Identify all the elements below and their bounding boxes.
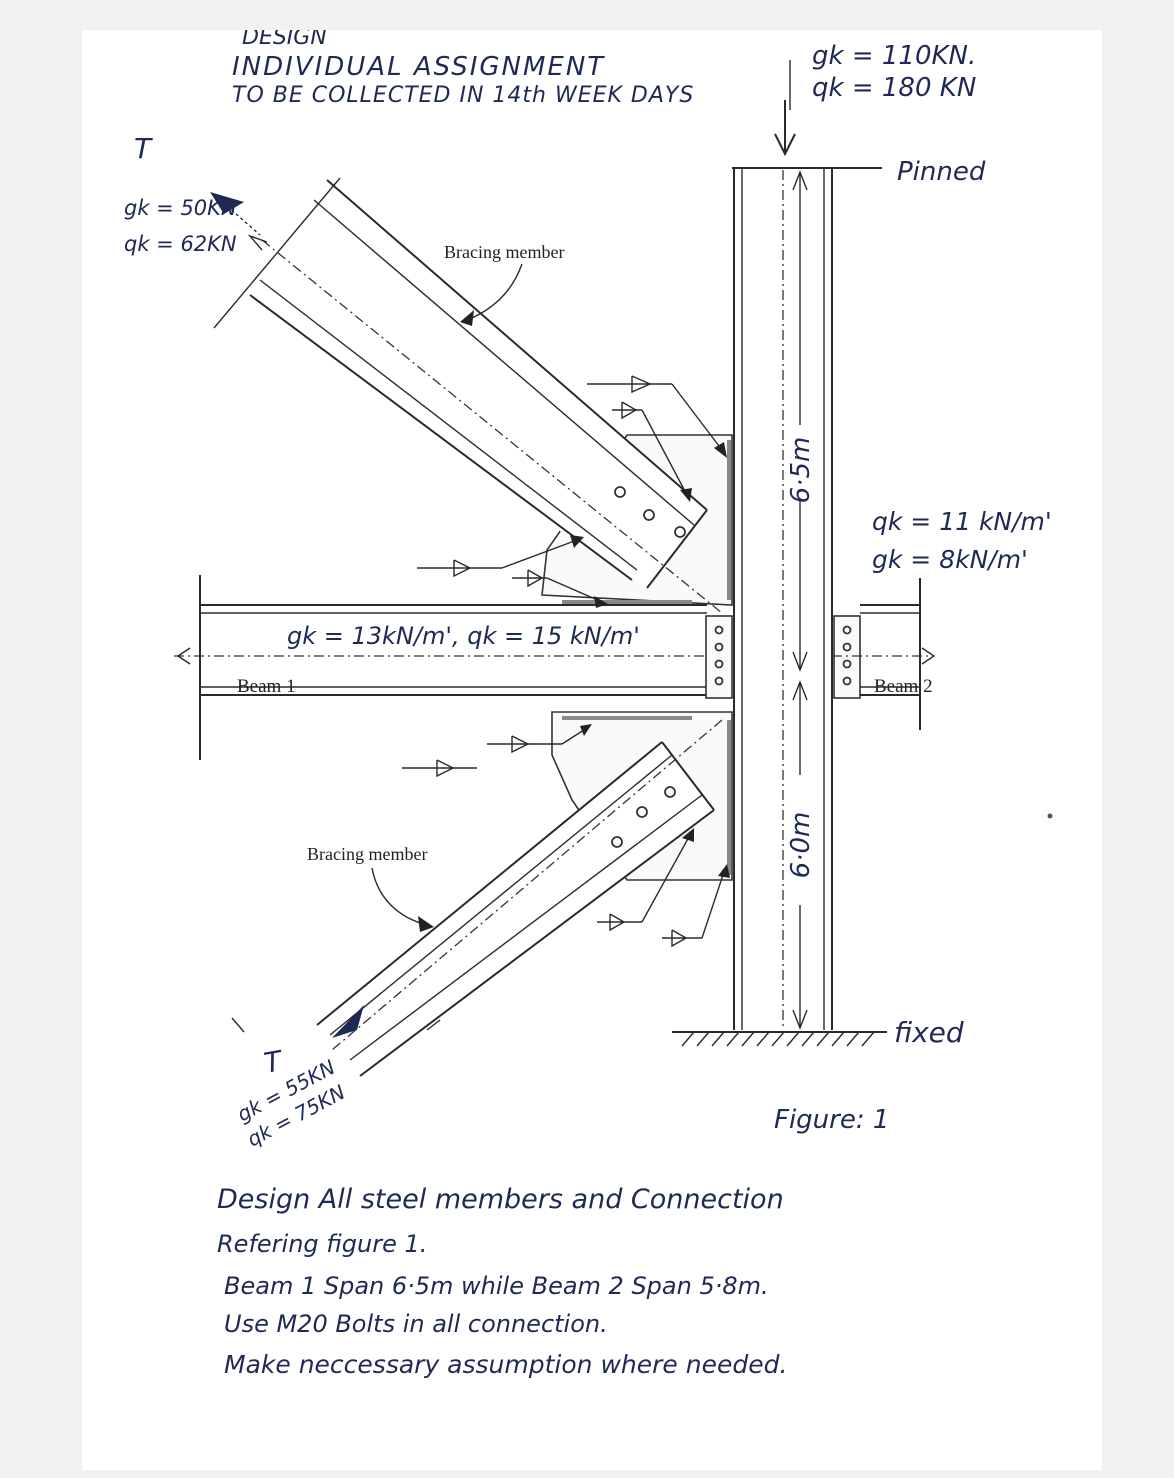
stray-mark	[1047, 813, 1053, 819]
lower-bracing-member	[316, 719, 723, 1078]
upper-bracing-member	[213, 177, 723, 614]
weld-symbol-7	[597, 828, 694, 932]
upper-bracing-leader	[466, 263, 523, 321]
header-collection-note: TO BE COLLECTED IN 14th WEEK DAYS	[232, 83, 694, 108]
upper-bracing-leader-head	[460, 310, 474, 326]
upper-bracing-caption: Bracing member	[444, 242, 564, 262]
column-gk-load: gk = 110KN.	[812, 41, 976, 71]
weld-symbol-6	[402, 759, 477, 778]
lower-bracing-load-arrowhead	[332, 1005, 364, 1038]
pinned-label: Pinned	[897, 157, 986, 187]
beam-2-qk: qk = 11 kN/m'	[872, 507, 1052, 536]
upper-length-dimension	[792, 170, 808, 672]
column-qk-load: qk = 180 KN	[812, 73, 976, 103]
lower-bracing-break-mark	[231, 1017, 245, 1033]
lower-bracing-caption: Bracing member	[307, 844, 427, 864]
upper-bracing-qk: qk = 62KN	[124, 232, 237, 256]
fixed-label: fixed	[894, 1016, 964, 1049]
instruction-line-4: Use M20 Bolts in all connection.	[224, 1310, 608, 1338]
lower-length-dimension	[792, 680, 808, 1030]
weld-symbol-2	[612, 401, 692, 502]
weld-symbol-8	[662, 864, 730, 948]
weld-symbol-1	[587, 375, 727, 458]
figure-caption: Figure: 1	[774, 1105, 889, 1135]
assignment-sheet: DESIGN INDIVIDUAL ASSIGNMENT TO BE COLLE…	[82, 30, 1102, 1470]
lower-length-label: 6·0m	[786, 812, 816, 879]
beam-2	[832, 578, 936, 730]
upper-bracing-tension: T	[134, 132, 153, 165]
weld-symbol-3	[417, 535, 584, 578]
header-assignment: INDIVIDUAL ASSIGNMENT	[232, 52, 605, 82]
beam-2-gk: gk = 8kN/m'	[872, 545, 1028, 574]
beam-2-label: Beam 2	[874, 676, 933, 697]
weld-symbol-5	[487, 724, 592, 754]
instruction-line-1: Design All steel members and Connection	[217, 1184, 784, 1215]
upper-bracing-load-arrowhead	[210, 192, 244, 214]
upper-bracing-end-arrow	[247, 234, 268, 251]
instruction-line-3: Beam 1 Span 6·5m while Beam 2 Span 5·8m.	[224, 1272, 769, 1300]
column-load-arrowhead	[774, 133, 796, 157]
column	[733, 168, 833, 1030]
fixed-support	[672, 1031, 887, 1047]
lower-bracing-leader-head	[418, 916, 434, 932]
upper-bracing-load-line	[226, 205, 261, 236]
weld-symbol-4	[512, 569, 608, 608]
structural-drawing: DESIGN INDIVIDUAL ASSIGNMENT TO BE COLLE…	[124, 30, 1053, 1379]
header-scribble: DESIGN	[242, 30, 327, 50]
instruction-line-2: Refering figure 1.	[217, 1230, 427, 1258]
lower-bracing-tension: T	[261, 1044, 285, 1080]
lower-bracing-leader	[371, 867, 428, 926]
beam-1-load: gk = 13kN/m', qk = 15 kN/m'	[287, 622, 640, 650]
instruction-line-5: Make neccessary assumption where needed.	[224, 1350, 787, 1379]
upper-length-label: 6·5m	[786, 437, 816, 504]
beam-1-label: Beam 1	[237, 676, 296, 697]
beam-1	[174, 575, 733, 760]
